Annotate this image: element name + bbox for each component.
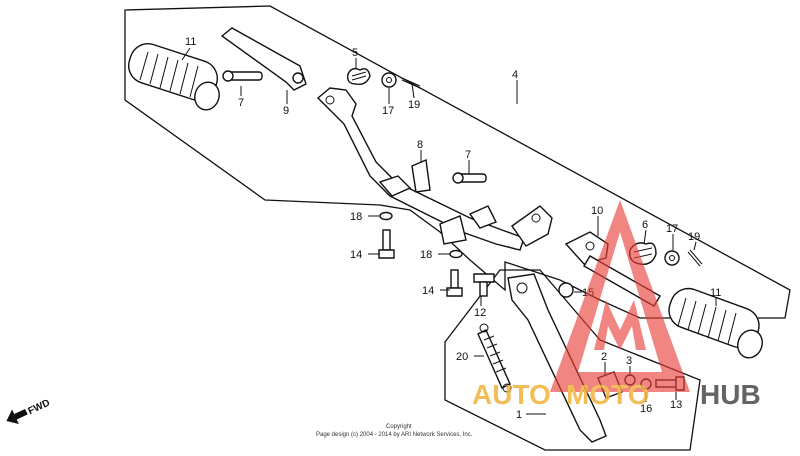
- callout-1: 1: [516, 409, 522, 421]
- copyright-line1: Copyright: [386, 424, 412, 430]
- callout-4: 4: [512, 69, 518, 81]
- spring-5: [346, 67, 371, 86]
- watermark-triangle-icon: [550, 200, 690, 392]
- callout-14a: 14: [350, 249, 362, 261]
- watermark-part1: AUTO: [472, 379, 551, 410]
- callout-19a: 19: [408, 99, 420, 111]
- watermark-m-icon: [594, 300, 646, 350]
- washer-18b: [449, 249, 463, 259]
- callout-9: 9: [283, 105, 289, 117]
- watermark-part2: MOTO: [566, 379, 649, 410]
- callout-labels: 11 7 9 5 17 19 4 8 7 18 14 18 14 12 10 6…: [185, 36, 721, 421]
- callout-20: 20: [456, 351, 468, 363]
- callout-5: 5: [352, 47, 358, 59]
- washer-17b: [664, 250, 680, 266]
- callout-11a: 11: [185, 36, 196, 48]
- callout-10: 10: [591, 205, 603, 217]
- footpeg-bar-left: [220, 27, 307, 91]
- bolt-14b: [446, 269, 463, 297]
- callout-18b: 18: [420, 249, 432, 261]
- step-bar-frame: [316, 87, 553, 251]
- nut-15: [558, 282, 574, 298]
- bolt-14a: [378, 229, 395, 259]
- fwd-label: FWD: [26, 398, 51, 418]
- watermark-part3: HUB: [700, 379, 761, 410]
- callout-18a: 18: [350, 211, 362, 223]
- washer-17a: [381, 72, 397, 88]
- callout-3: 3: [626, 355, 632, 367]
- cotter-pin-19a: [401, 77, 421, 89]
- washer-18a: [379, 211, 393, 221]
- pin-middle: [452, 172, 487, 184]
- bolt-12: [473, 273, 495, 297]
- callout-12: 12: [474, 307, 486, 319]
- callout-2: 2: [601, 351, 607, 363]
- callout-16: 16: [640, 403, 652, 415]
- fwd-indicator: FWD: [6, 398, 52, 425]
- watermark-logo: AUTO MOTO HUB: [472, 200, 761, 410]
- callout-11b: 11: [710, 287, 721, 299]
- cotter-pin-19b: [687, 249, 703, 267]
- callout-7b: 7: [465, 149, 471, 161]
- spring-20: [477, 323, 512, 393]
- fwd-arrow-icon: [6, 408, 28, 425]
- callout-19b: 19: [688, 231, 700, 243]
- callout-8: 8: [417, 139, 423, 151]
- leader-lines: [181, 47, 717, 415]
- callout-17b: 17: [666, 223, 678, 235]
- callout-17a: 17: [382, 105, 394, 117]
- callout-14b: 14: [422, 285, 434, 297]
- copyright-line2: Page design (c) 2004 - 2014 by ARI Netwo…: [316, 432, 473, 438]
- upper-assembly-outline: [124, 5, 791, 319]
- pin-left: [222, 70, 263, 82]
- callout-13: 13: [670, 399, 682, 411]
- callout-7a: 7: [238, 97, 244, 109]
- footpeg-rubber-right: [668, 287, 763, 359]
- callout-6: 6: [642, 219, 648, 231]
- side-stand: [507, 273, 607, 443]
- lower-assembly-outline: [444, 269, 701, 451]
- footpeg-rubber-left: [128, 43, 220, 111]
